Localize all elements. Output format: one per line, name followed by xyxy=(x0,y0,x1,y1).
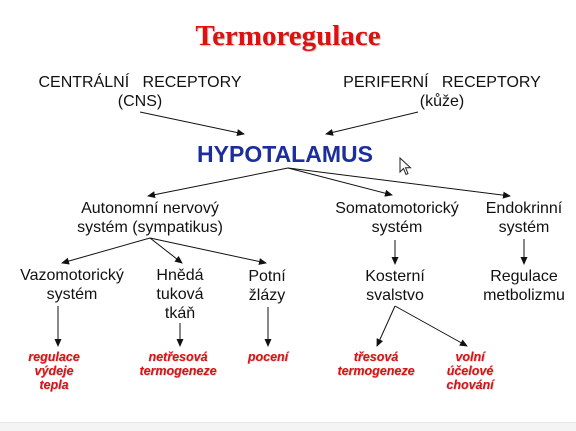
peripheral-receptors: PERIFERNÍ RECEPTORY (kůže) xyxy=(343,73,541,111)
skeletal-line2: svalstvo xyxy=(366,287,424,304)
central-receptors-sub: (CNS) xyxy=(117,93,163,110)
peripheral-receptors-label: PERIFERNÍ RECEPTORY xyxy=(343,74,541,91)
brown-fat-line2: tuková xyxy=(156,286,204,303)
arrow-hypothalamus-to-autonomic xyxy=(147,167,289,199)
arrow-skeletal-to-voluntary xyxy=(394,305,468,347)
shivering-line1: třesová xyxy=(353,350,399,364)
autonomic-system-node: Autonomní nervový systém (sympatikus) xyxy=(77,199,223,237)
metabolism-line1: Regulace xyxy=(490,268,558,285)
shivering-line2: termogeneze xyxy=(337,364,415,378)
heat-output-line3: tepla xyxy=(39,378,69,392)
effect-shivering-thermogenesis: třesová termogeneze xyxy=(337,350,414,378)
effect-voluntary-behavior: volní účelové chování xyxy=(446,350,493,392)
effect-heat-output: regulace výdeje tepla xyxy=(28,350,79,392)
nonshivering-line1: netřesová xyxy=(148,350,208,364)
arrow-autonomic-to-vasomotor xyxy=(61,237,151,265)
sweat-line2: žlázy xyxy=(248,287,286,304)
sweat-glands-node: Potní žlázy xyxy=(248,267,285,305)
brown-fat-line3: tkáň xyxy=(164,305,196,322)
endocrine-line1: Endokrinní xyxy=(485,200,563,217)
voluntary-line1: volní xyxy=(455,350,485,364)
arrow-hypothalamus-to-somatomotor xyxy=(287,167,393,197)
skeletal-muscle-node: Kosterní svalstvo xyxy=(365,267,425,305)
somatomotor-system-node: Somatomotorický systém xyxy=(335,199,459,237)
brown-fat-line1: Hnědá xyxy=(156,267,204,284)
autonomic-line1: Autonomní nervový xyxy=(81,200,219,217)
nonshivering-line2: termogeneze xyxy=(139,364,217,378)
metabolism-line2: metbolizmu xyxy=(483,287,565,304)
endocrine-line2: systém xyxy=(498,219,550,236)
voluntary-line3: chování xyxy=(446,378,494,392)
vasomotor-line1: Vazomotorický xyxy=(20,267,124,284)
sweat-line1: Potní xyxy=(248,268,286,285)
peripheral-receptors-sub: (kůže) xyxy=(419,93,465,110)
heat-output-line1: regulace xyxy=(28,350,80,364)
vasomotor-system-node: Vazomotorický systém xyxy=(20,266,124,304)
skeletal-line1: Kosterní xyxy=(365,268,425,285)
effect-sweating: pocení xyxy=(248,350,288,364)
endocrine-system-node: Endokrinní systém xyxy=(486,199,563,237)
arrow-autonomic-to-brown-fat xyxy=(149,237,183,264)
arrow-skin-to-hypothalamus xyxy=(325,111,419,136)
arrow-cns-to-hypothalamus xyxy=(139,111,245,136)
sweating-line1: pocení xyxy=(247,350,289,364)
autonomic-line2: systém (sympatikus) xyxy=(77,219,223,236)
slide-bottom-edge xyxy=(0,422,576,431)
arrow-hypothalamus-to-endocrine xyxy=(287,167,511,199)
central-receptors-label: CENTRÁLNÍ RECEPTORY xyxy=(38,74,242,91)
somatomotor-line2: systém xyxy=(371,219,423,236)
hypothalamus-node: HYPOTALAMUS xyxy=(197,141,373,167)
somatomotor-line1: Somatomotorický xyxy=(335,200,459,217)
diagram-title: Termoregulace xyxy=(195,20,381,52)
vasomotor-line2: systém xyxy=(46,286,98,303)
effect-nonshivering-thermogenesis: netřesová termogeneze xyxy=(139,350,216,378)
brown-fat-node: Hnědá tuková tkáň xyxy=(156,266,203,323)
metabolism-regulation-node: Regulace metbolizmu xyxy=(483,267,565,305)
heat-output-line2: výdeje xyxy=(34,364,74,378)
arrow-cursor-icon xyxy=(399,157,412,176)
voluntary-line2: účelové xyxy=(446,364,494,378)
arrow-skeletal-to-shivering xyxy=(376,305,396,347)
central-receptors: CENTRÁLNÍ RECEPTORY (CNS) xyxy=(38,73,241,111)
arrow-autonomic-to-sweat xyxy=(149,237,267,265)
